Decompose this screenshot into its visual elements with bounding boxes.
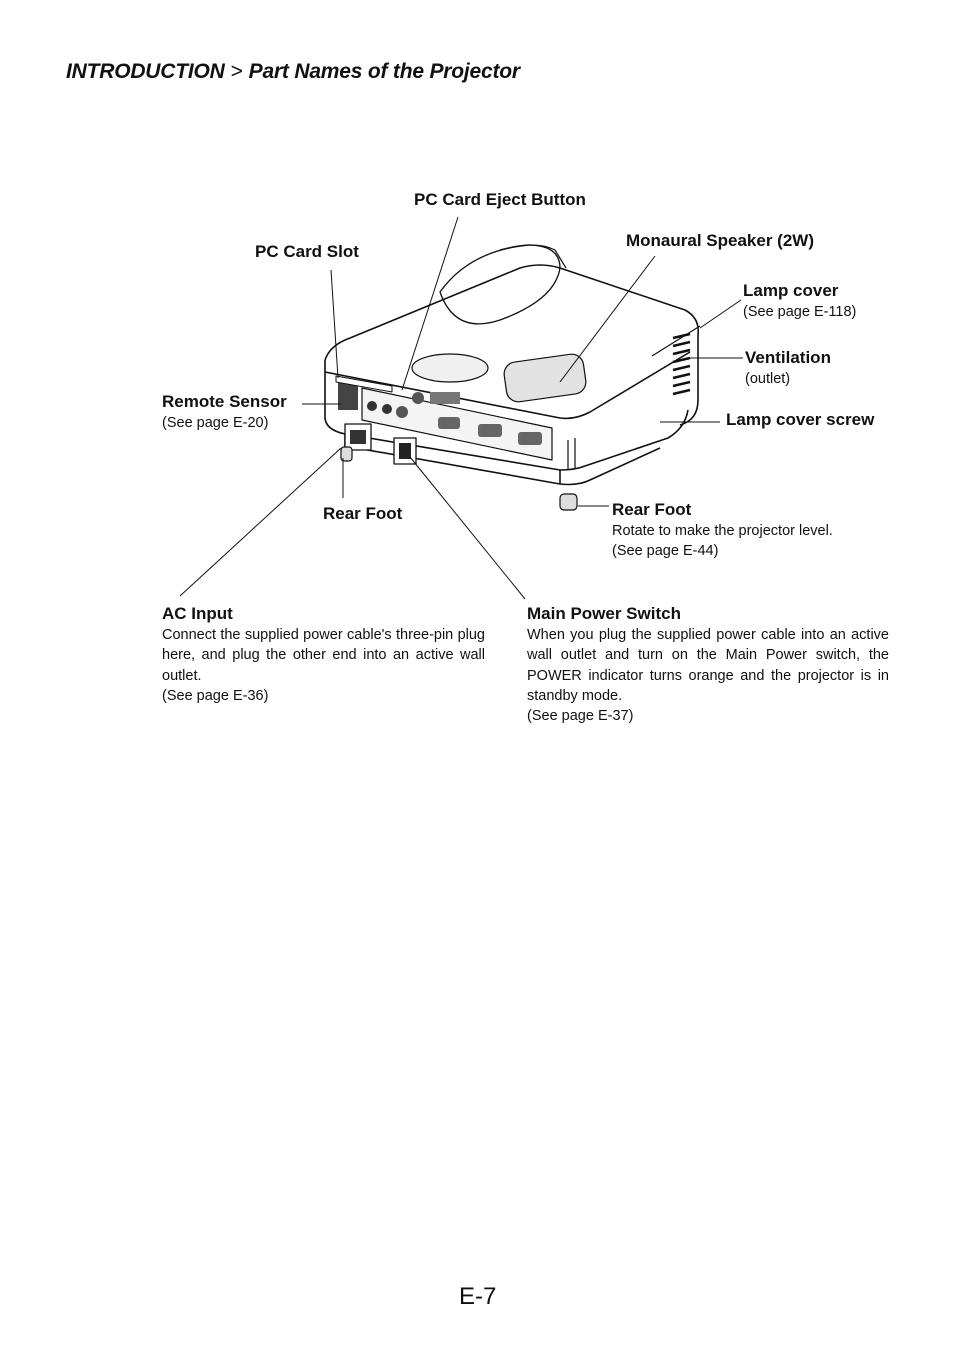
pc-card-slot-label: PC Card Slot — [255, 242, 359, 261]
rear-foot-right-note: (See page E-44) — [612, 543, 719, 559]
pc-card-eject-button-label: PC Card Eject Button — [414, 190, 586, 209]
page-title: Part Names of the Projector — [248, 60, 520, 83]
ac-input-note: (See page E-36) — [162, 687, 269, 704]
main-power-switch-label: Main Power Switch — [527, 604, 681, 623]
ventilation-note: (outlet) — [745, 371, 791, 387]
remote-sensor-note: (See page E-20) — [162, 415, 269, 431]
breadcrumb-separator: > — [230, 60, 243, 83]
ac-input-desc: Connect the supplied power cable's three… — [162, 627, 485, 684]
page-header: INTRODUCTION>Part Names of the Projector — [66, 60, 520, 84]
section-name: INTRODUCTION — [66, 60, 225, 83]
rear-foot-right-label: Rear Foot — [612, 500, 692, 519]
ac-input-label: AC Input — [162, 604, 233, 623]
main-power-switch-description: When you plug the supplied power cable i… — [527, 625, 889, 726]
remote-sensor-label: Remote Sensor — [162, 392, 287, 411]
lamp-cover-screw-label: Lamp cover screw — [726, 410, 875, 429]
monaural-speaker-label: Monaural Speaker (2W) — [626, 231, 814, 250]
ac-input-description: Connect the supplied power cable's three… — [162, 625, 485, 706]
lamp-cover-label: Lamp cover — [743, 281, 839, 300]
page-number: E-7 — [459, 1283, 497, 1310]
lamp-cover-note: (See page E-118) — [743, 304, 857, 320]
ventilation-label: Ventilation — [745, 348, 831, 367]
main-power-switch-desc: When you plug the supplied power cable i… — [527, 627, 889, 704]
rear-foot-left-label: Rear Foot — [323, 504, 403, 523]
main-power-switch-note: (See page E-37) — [527, 708, 634, 725]
rear-foot-right-desc: Rotate to make the projector level. — [612, 523, 833, 539]
